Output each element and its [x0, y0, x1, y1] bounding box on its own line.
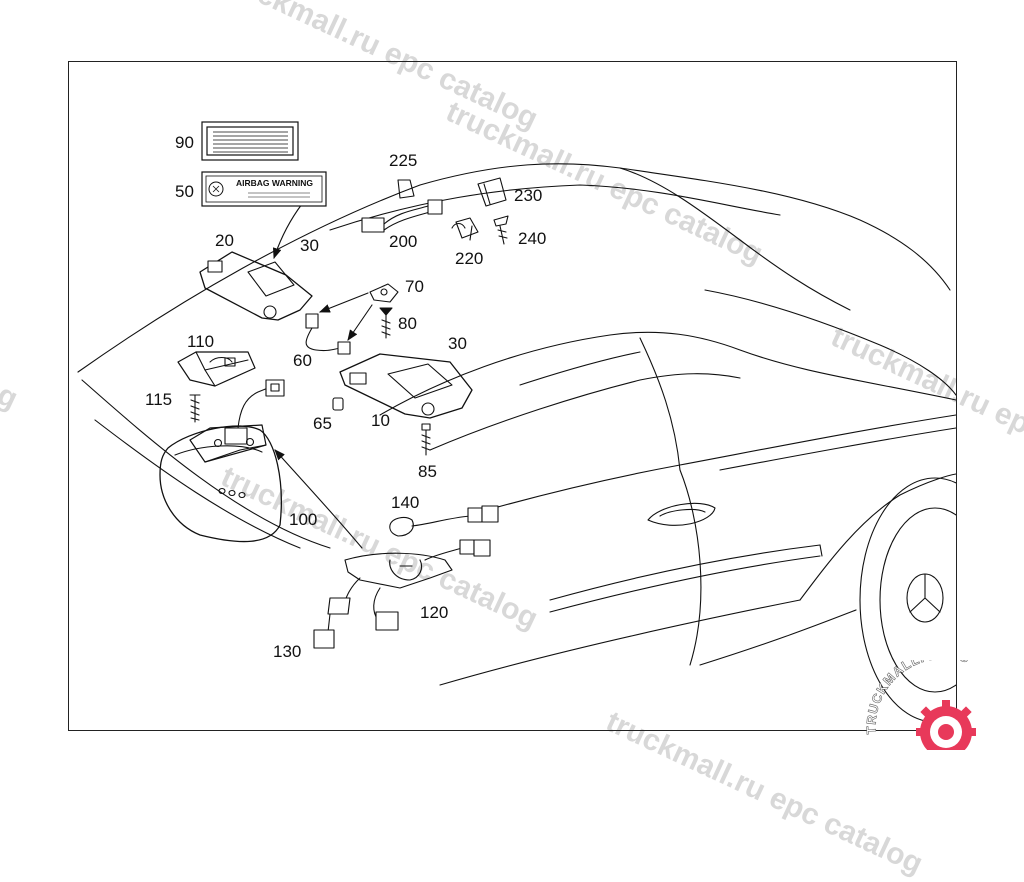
callout-30-lower: 30 — [448, 334, 467, 353]
callout-50: 50 — [175, 182, 194, 201]
callout-85: 85 — [418, 462, 437, 481]
callout-225: 225 — [389, 151, 418, 170]
callout-110: 110 — [187, 332, 215, 351]
screw-80 — [379, 307, 393, 339]
screw-115 — [189, 394, 201, 423]
grab-handle-200 — [361, 199, 443, 233]
callout-20: 20 — [215, 231, 234, 250]
callout-220: 220 — [455, 249, 484, 268]
sun-visor-lower — [339, 353, 473, 419]
callout-120: 120 — [420, 603, 449, 622]
rearview-mirror-housing — [159, 379, 285, 543]
truckmallparts-logo: TRUCKMALLPARTS — [862, 646, 1022, 758]
mirror-mount-plate — [177, 351, 256, 387]
airbag-warning-text: AIRBAG WARNING — [236, 178, 313, 188]
callout-115: 115 — [145, 390, 173, 409]
callout-90: 90 — [175, 133, 194, 152]
callout-130: 130 — [273, 642, 302, 661]
callout-10: 10 — [371, 411, 390, 430]
callout-230: 230 — [514, 186, 543, 205]
vehicle-outline — [77, 163, 956, 723]
cap-230 — [477, 177, 507, 207]
clip-70 — [369, 283, 399, 303]
sun-visor-upper — [199, 251, 313, 321]
callout-100: 100 — [289, 510, 318, 529]
callout-80: 80 — [398, 314, 417, 333]
callout-60: 60 — [293, 351, 312, 370]
screw-240 — [493, 215, 509, 245]
callout-140: 140 — [391, 493, 420, 512]
label-90 — [201, 121, 299, 161]
airbag-warning-label: AIRBAG WARNING — [201, 171, 327, 207]
bolt-220 — [451, 217, 479, 241]
callout-200: 200 — [389, 232, 418, 251]
screw-85 — [421, 423, 431, 456]
callout-240: 240 — [518, 229, 547, 248]
clip-225 — [397, 179, 415, 199]
clip-65 — [332, 397, 344, 411]
cable-60 — [305, 313, 351, 355]
light-assembly-120 — [313, 539, 491, 649]
callout-65: 65 — [313, 414, 332, 433]
callout-70: 70 — [405, 277, 424, 296]
sensor-140 — [389, 505, 499, 537]
diagram-drawing: AIRBAG WARNING — [77, 121, 956, 723]
diagram-frame — [68, 61, 957, 731]
callout-30-upper: 30 — [300, 236, 319, 255]
